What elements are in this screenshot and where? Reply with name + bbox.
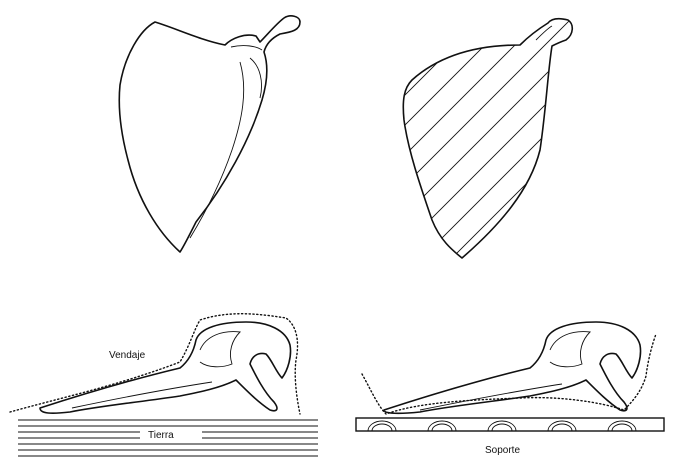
support-label: Soporte bbox=[485, 445, 520, 456]
bandage-label: Vendaje bbox=[109, 350, 146, 361]
scapula-on-support bbox=[356, 322, 664, 431]
ground-label: Tierra bbox=[148, 430, 174, 441]
scapula-hatched bbox=[300, 0, 674, 300]
hatching bbox=[300, 0, 674, 300]
support-rollers bbox=[368, 421, 636, 431]
scapula-plain bbox=[119, 16, 300, 252]
